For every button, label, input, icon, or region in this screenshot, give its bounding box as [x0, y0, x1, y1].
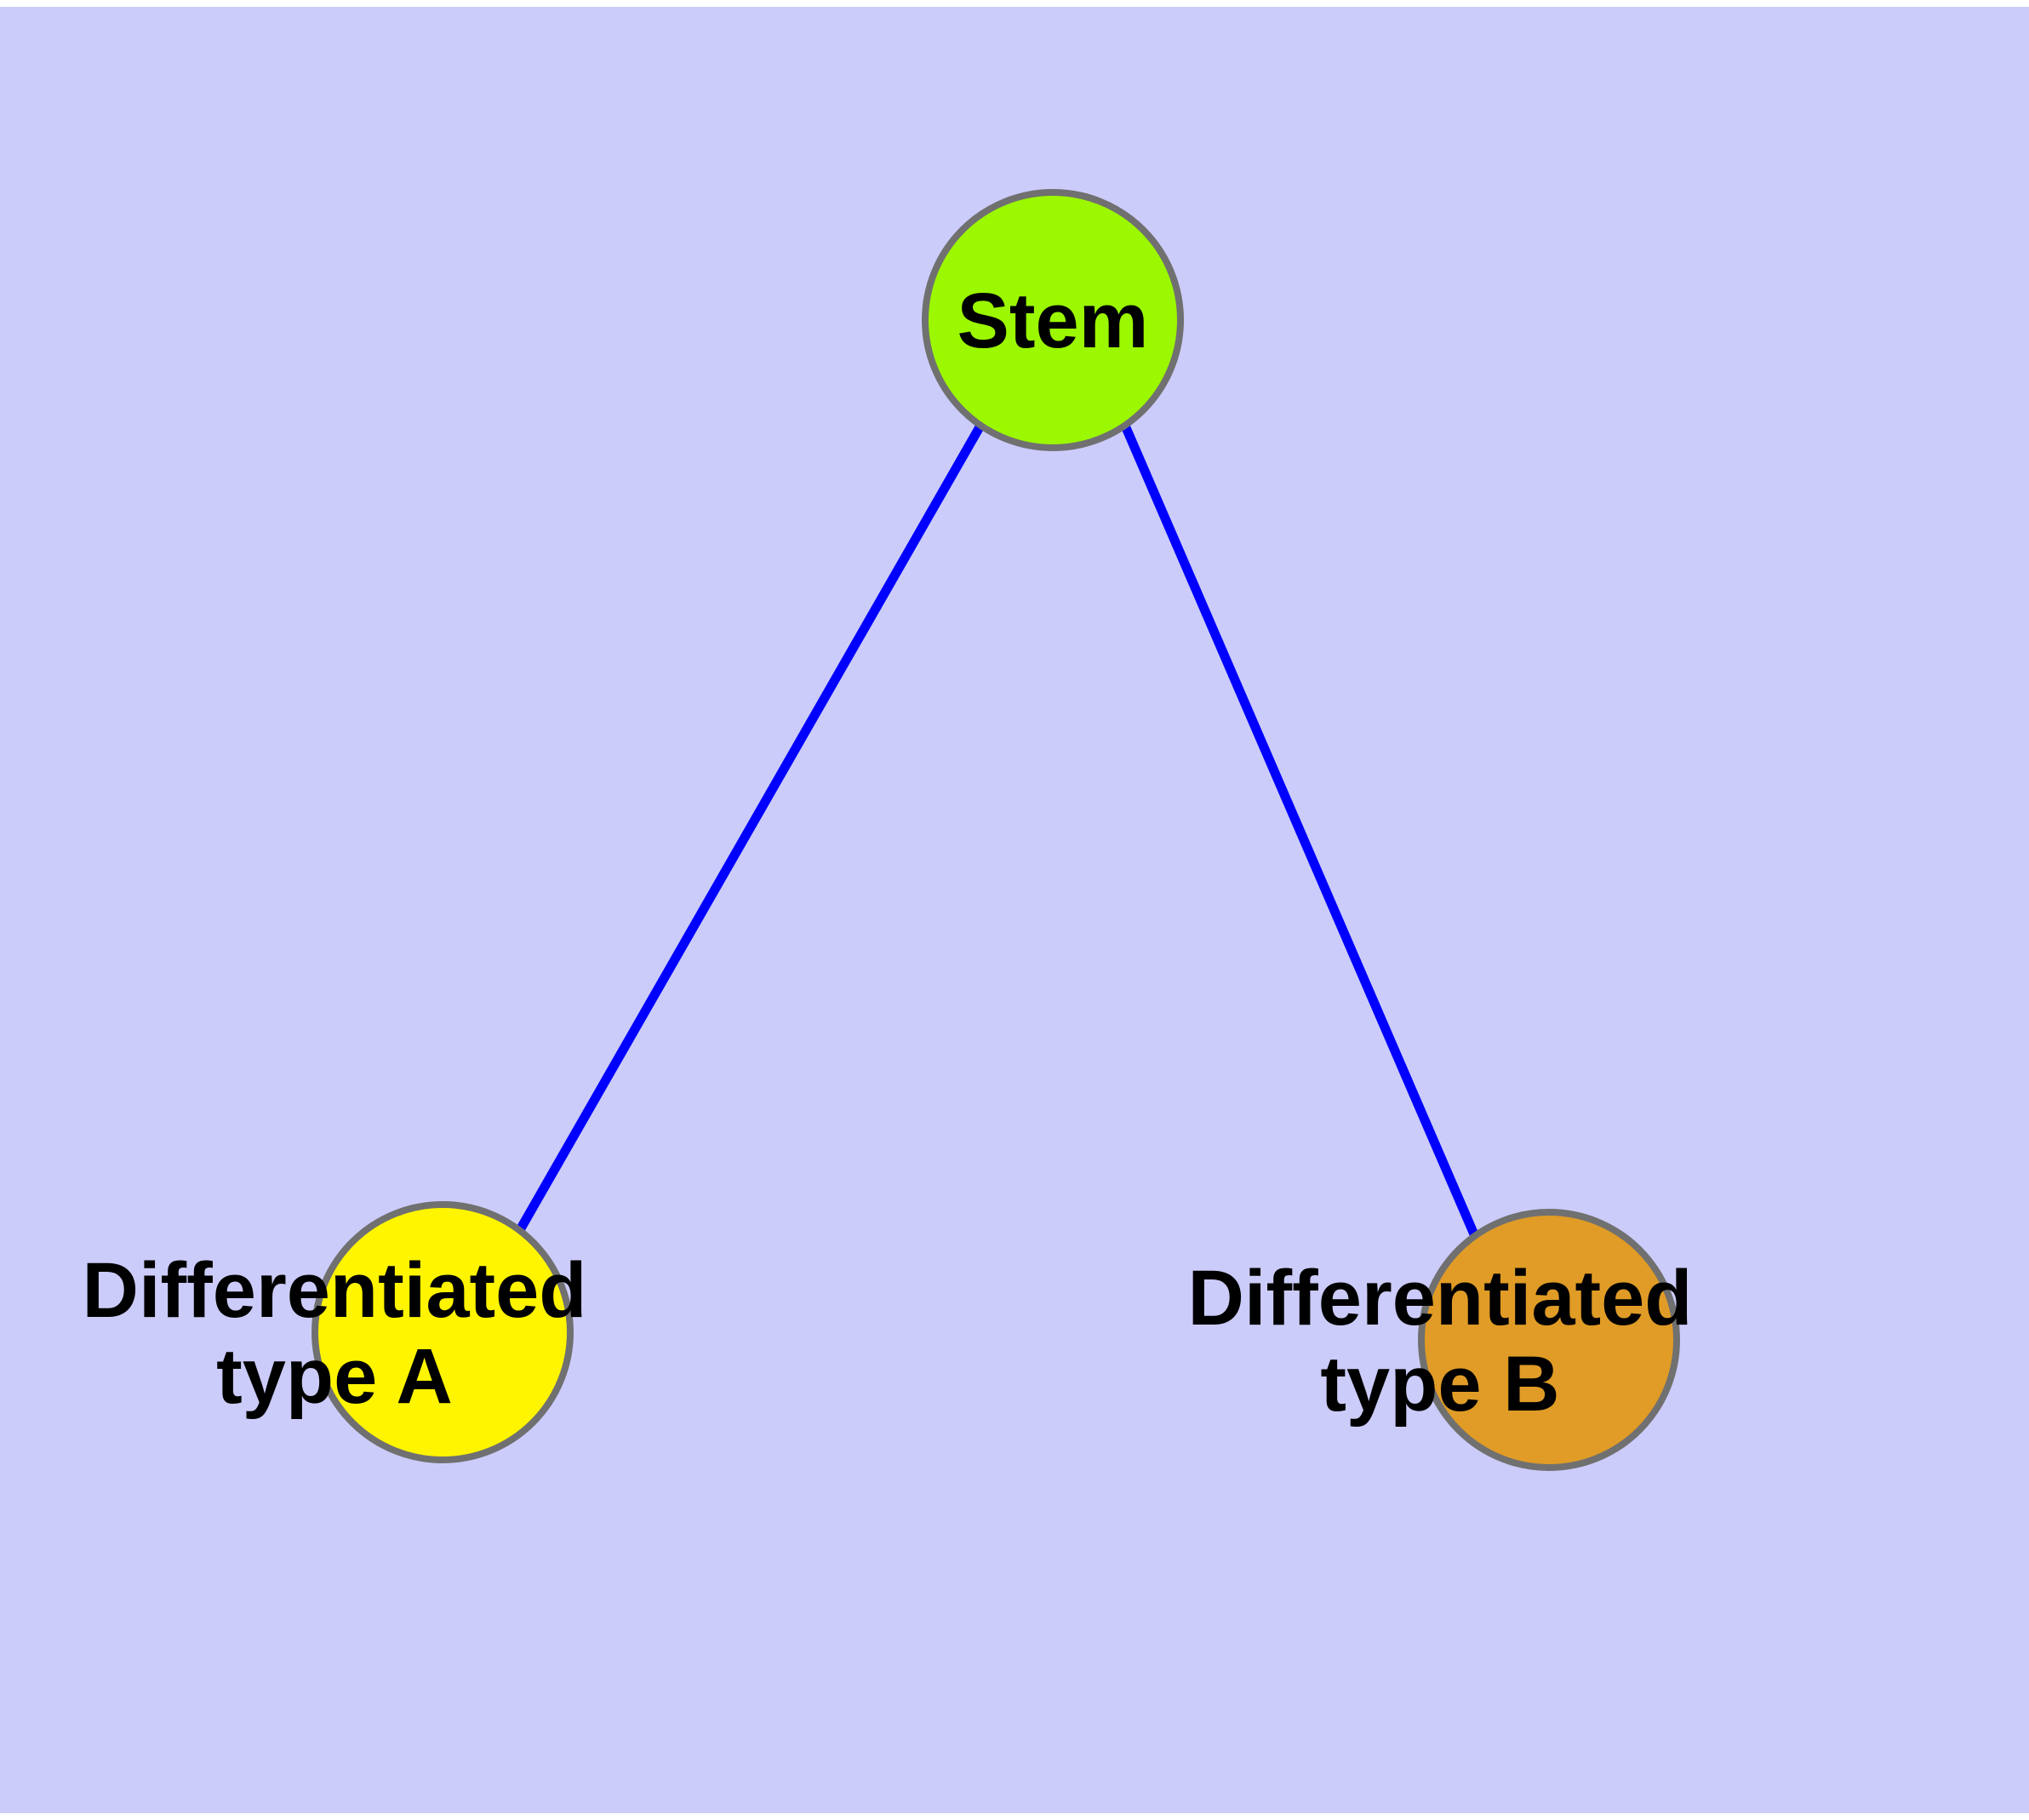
graph-node-diff_a[interactable]	[311, 1201, 574, 1463]
label-line: type B	[1320, 1341, 1559, 1428]
graph-edge-stem-to-b[interactable]	[1120, 423, 1479, 1237]
graph-node-stem[interactable]	[922, 189, 1184, 451]
graph-edge-stem-to-a[interactable]	[517, 423, 985, 1231]
edges-group	[517, 423, 1479, 1237]
nodes-group	[311, 189, 1680, 1471]
label-line: type A	[216, 1333, 453, 1420]
graph-node-label-stem: Stem	[957, 278, 1149, 364]
label-line: Differentiated	[83, 1247, 587, 1334]
label-line: Stem	[957, 278, 1149, 364]
label-line: Differentiated	[1188, 1255, 1693, 1342]
graph-node-diff_b[interactable]	[1418, 1209, 1680, 1471]
